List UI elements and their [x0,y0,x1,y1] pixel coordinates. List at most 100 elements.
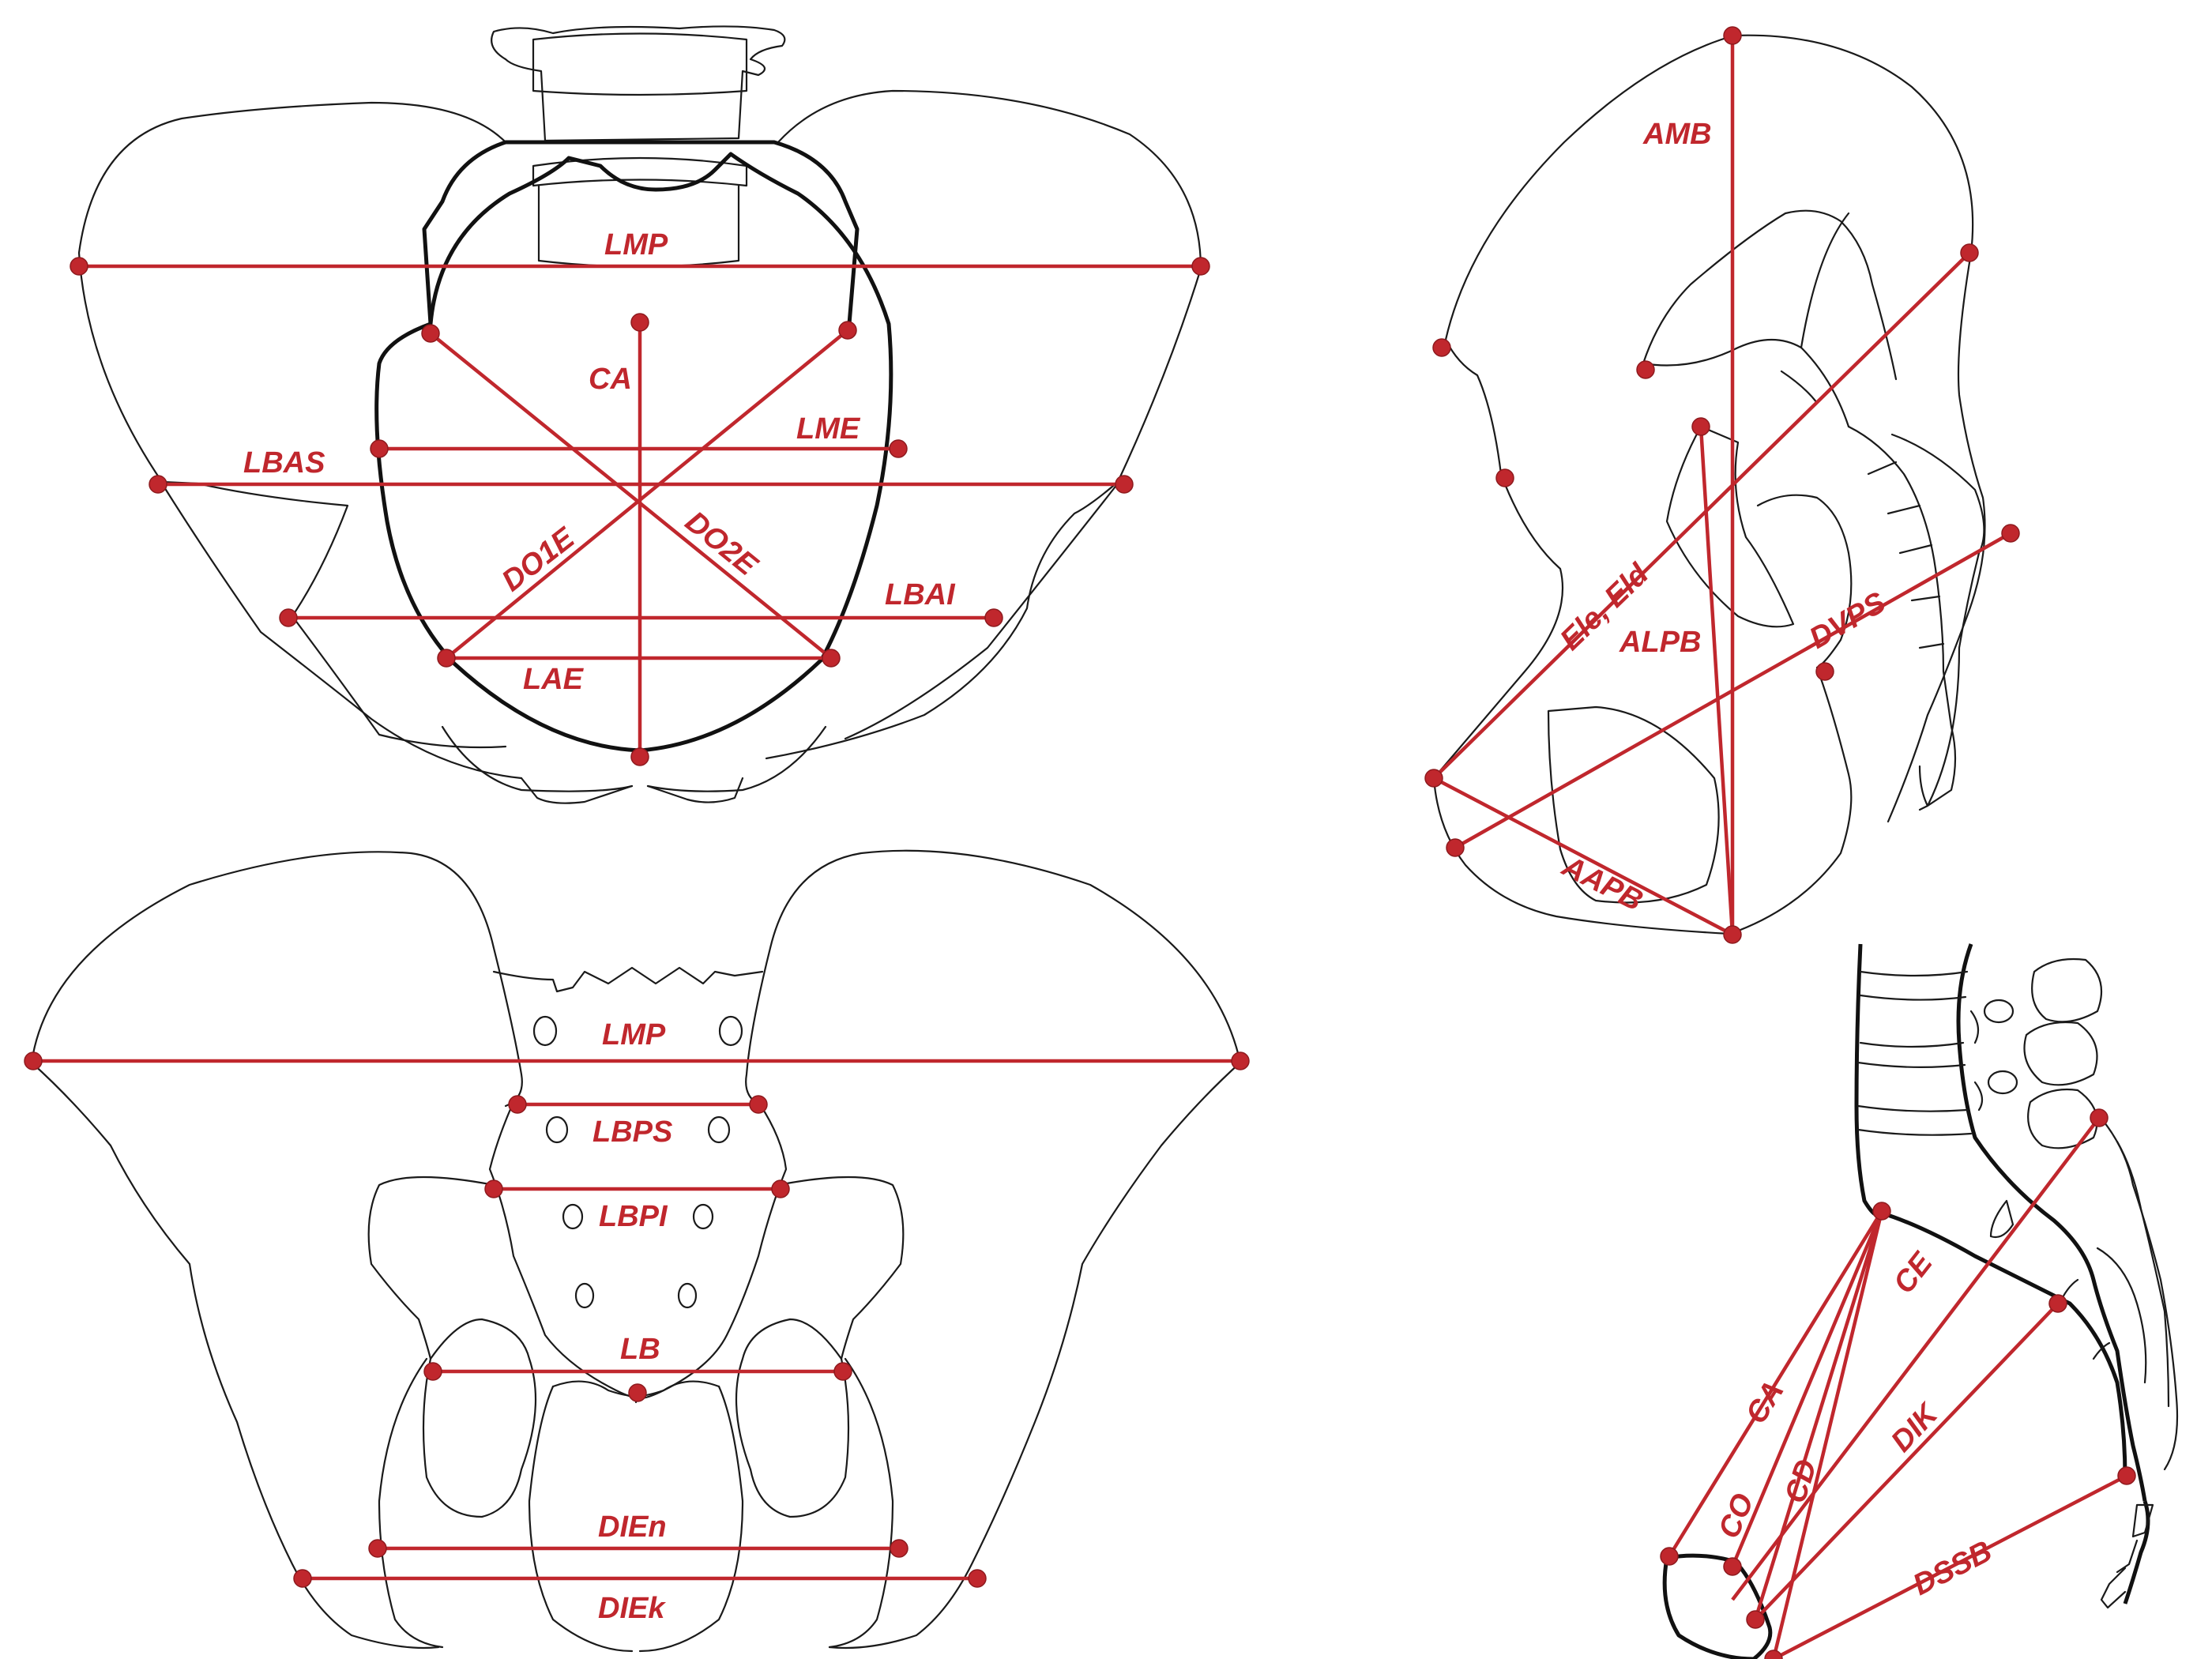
label-lbai: LBAI [885,578,956,611]
landmark-dot [1723,26,1742,45]
lateral-ele-line [1432,251,1971,780]
landmark-dot [1115,475,1134,494]
label-ca: CA [1740,1375,1791,1430]
posterior-measure-lines [33,1059,1240,1581]
landmark-dot [423,1362,442,1381]
label-lmp: LMP [602,1018,666,1051]
label-lbps: LBPS [592,1115,672,1149]
landmark-dot [833,1362,852,1381]
label-co: CO [1713,1489,1761,1544]
lateral-alpb-line [1698,426,1735,935]
landmark-dot [508,1095,527,1114]
landmark-dot [1231,1051,1250,1070]
landmark-dot [749,1095,768,1114]
lateral-aapb-line [1432,777,1734,936]
label-dvps: DVPS [1804,586,1892,656]
landmark-dot [149,475,167,494]
sagittal-landmark-dots [1660,1108,2136,1659]
label-ce: CE [1887,1246,1940,1300]
posterior-landmark-dots [24,1051,1250,1588]
landmark-dot [293,1569,312,1588]
landmark-dot [1960,243,1979,262]
landmark-dot [279,608,298,627]
landmark-dot [968,1569,987,1588]
landmark-dot [1446,838,1465,857]
landmark-dot [421,324,440,343]
landmark-dot [2090,1108,2109,1127]
inlet-do1e-line [429,332,833,660]
landmark-dot [370,439,389,458]
landmark-dot [1191,257,1210,276]
landmark-dot [822,649,841,668]
landmark-dot [984,608,1003,627]
label-dien: DIEn [598,1510,667,1544]
lateral-dvps-line [1454,532,2012,849]
label-lb: LB [620,1333,660,1366]
landmark-dot [1636,360,1655,379]
landmark-dot [1872,1202,1891,1221]
sagittal-ce-line [1731,1116,2101,1601]
label-lae: LAE [523,663,585,696]
landmark-dot [838,321,857,340]
lateral-measure-lines [1432,36,2012,936]
posterior-bone-outline [30,849,1242,1653]
inlet-measure-lines [79,264,1201,757]
posterior-labels: LMP LBPS LBPI LB DIEn DIEk [592,1018,672,1625]
landmark-dot [484,1179,503,1198]
label-lbas: LBAS [243,446,325,480]
landmark-dot [1723,1557,1742,1576]
label-diek: DIEk [598,1592,666,1625]
label-dik: DIK [1885,1397,1946,1458]
landmark-dot [70,257,88,276]
sagittal-measure-lines [1668,1116,2128,1659]
posterior-panel: LMP LBPS LBPI LB DIEn DIEk [24,849,1250,1653]
landmark-dot [1660,1547,1679,1566]
landmark-dot [1495,468,1514,487]
label-alpb: ALPB [1619,626,1701,659]
landmark-dot [2048,1294,2067,1313]
label-lme: LME [796,412,861,446]
landmark-dot [630,747,649,766]
landmark-dot [368,1539,387,1558]
landmark-dot [24,1051,43,1070]
inlet-bone-outline [77,25,1202,804]
landmark-dot [1746,1610,1765,1629]
lateral-panel: AMB Ele, Eld ALPB DVPS AAPB [1424,26,2020,944]
landmark-dot [889,439,908,458]
sagittal-dik-line [1754,1302,2060,1621]
label-ca: CA [589,363,632,396]
landmark-dot [1432,338,1451,357]
inlet-labels: LMP CA LME LBAS DO1E DO2E LBAI LAE [243,228,956,696]
sagittal-co-line [1730,1210,1884,1567]
sagittal-panel: CE CA CO CD DIK DSSB [1660,943,2179,1659]
label-lmp: LMP [604,228,668,261]
landmark-dot [2117,1466,2136,1485]
lateral-landmark-dots [1424,26,2020,944]
inlet-landmark-dots [70,257,1210,766]
landmark-dot [1723,925,1742,944]
label-amb: AMB [1642,118,1712,151]
inlet-do2e-line [445,329,849,660]
label-dssb: DSSB [1908,1535,1997,1602]
sagittal-cd-line [1753,1210,1884,1620]
landmark-dot [630,313,649,332]
landmark-dot [1764,1650,1783,1659]
lateral-bone-outline [1432,34,1986,935]
label-aapb: AAPB [1556,849,1648,918]
landmark-dot [1815,662,1834,681]
landmark-dot [628,1383,647,1402]
landmark-dot [890,1539,908,1558]
landmark-dot [1424,769,1443,788]
label-lbpi: LBPI [599,1200,668,1233]
inlet-panel: LMP CA LME LBAS DO1E DO2E LBAI LAE [70,25,1210,804]
sagittal-bone-outline [1662,943,2179,1659]
sagittal-cd2-line [1771,1210,1884,1659]
landmark-dot [2001,524,2020,543]
landmark-dot [1691,417,1710,436]
sagittal-dssb-line [1772,1474,2128,1659]
landmark-dot [437,649,456,668]
landmark-dot [771,1179,790,1198]
label-cd: CD [1779,1456,1824,1507]
sagittal-ca-line [1668,1209,1883,1558]
